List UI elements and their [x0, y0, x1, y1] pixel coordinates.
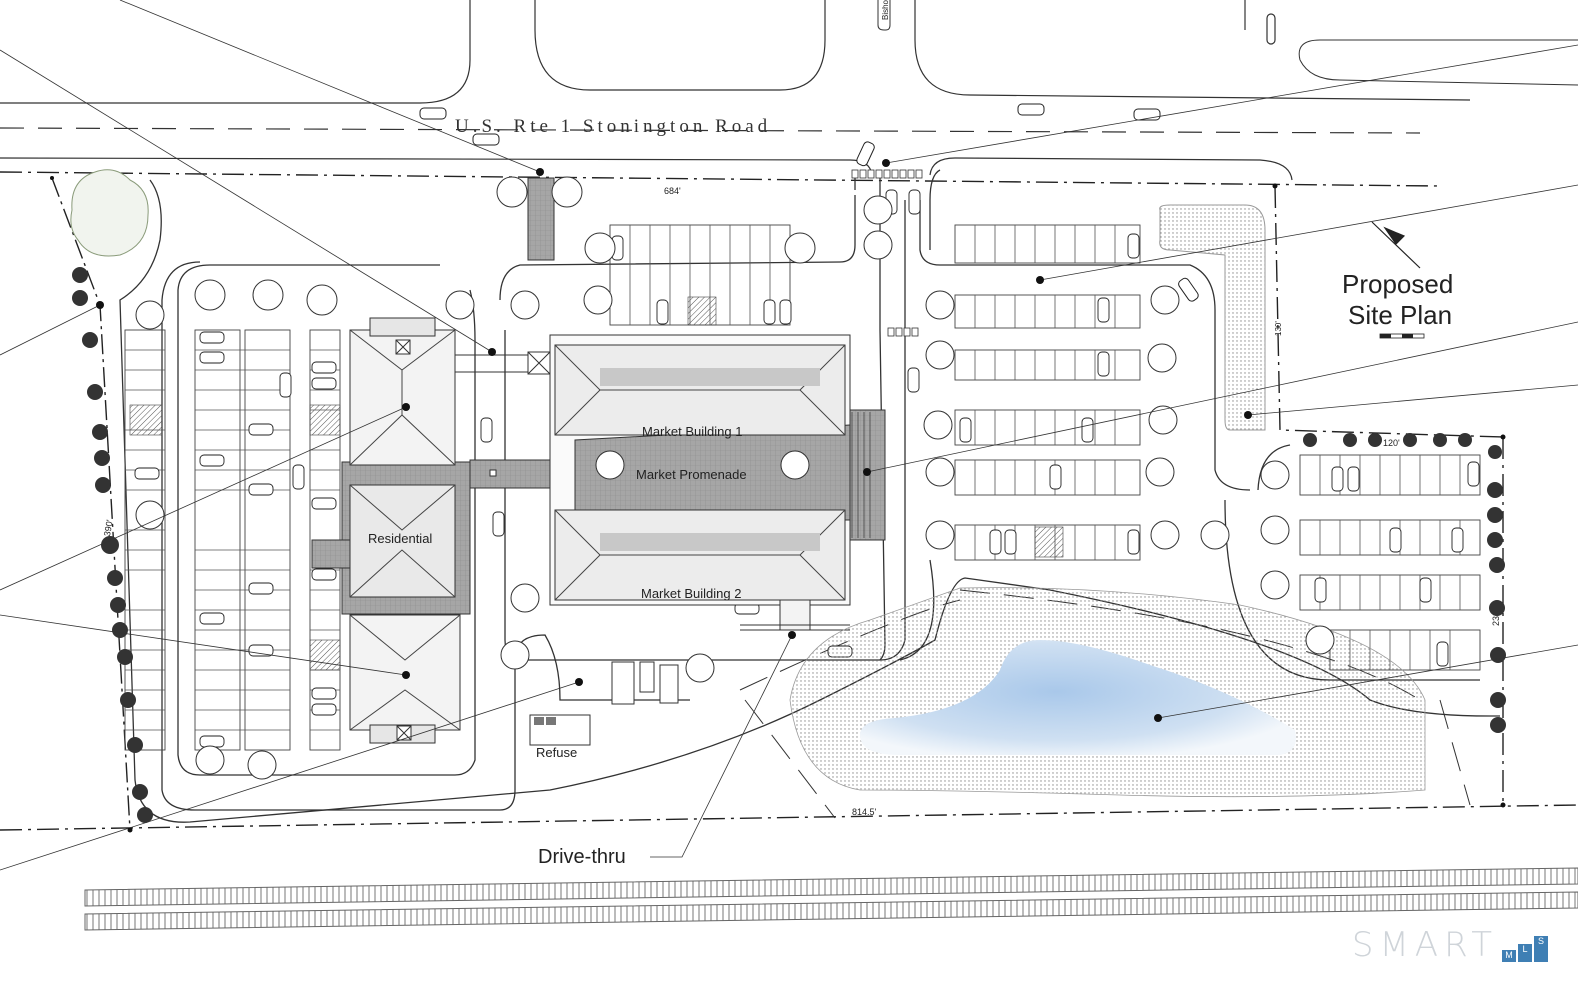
residential-label: Residential — [368, 531, 432, 546]
trees — [135, 176, 1335, 780]
drive-thru-callout: Drive-thru — [538, 846, 626, 868]
brand-block-l: L — [1518, 944, 1532, 962]
shrubs — [72, 267, 1506, 823]
residential-building — [311, 317, 471, 744]
market-building-1-label: Market Building 1 — [642, 424, 742, 439]
north-arrow-icon — [1371, 221, 1421, 269]
parked-cars — [134, 189, 1480, 748]
smart-mls-logo: SMART M L S — [1352, 928, 1548, 962]
road-name-label: U.S. Rte 1 Stonington Road — [455, 116, 771, 137]
dimension-front: 684' — [664, 186, 681, 196]
scale-bar-icon — [1379, 333, 1425, 339]
dimension-east-top: 120' — [1383, 438, 1400, 448]
title-line-2: Site Plan — [1348, 300, 1452, 330]
brand-mls-blocks: M L S — [1502, 936, 1548, 962]
dimension-rear: 814.5' — [852, 807, 877, 817]
crosswalks — [851, 169, 923, 337]
leader-lines — [0, 0, 1578, 871]
title-line-1: Proposed — [1342, 269, 1453, 299]
large-tree — [70, 169, 149, 257]
brand-block-m: M — [1502, 950, 1516, 962]
brand-wordmark: SMART — [1351, 925, 1498, 965]
road-centerline — [0, 127, 1421, 134]
market-building-2-label: Market Building 2 — [641, 586, 741, 601]
property-line-front — [0, 171, 1441, 187]
market-promenade-label: Market Promenade — [636, 467, 747, 482]
road-curb — [0, 157, 873, 176]
brand-block-s: S — [1534, 936, 1548, 962]
parking-lots — [124, 224, 1481, 751]
dimension-left: 390' — [102, 519, 115, 537]
dimension-east-side: 130' — [1274, 321, 1283, 336]
side-street-label: Bisho — [881, 0, 890, 20]
dimension-east: 230' — [1491, 609, 1501, 626]
entry-walk — [527, 177, 555, 261]
accessible-stalls — [129, 296, 1064, 671]
pond-water — [860, 640, 1296, 755]
railroad-tracks — [84, 867, 1578, 931]
refuse-enclosure — [529, 661, 679, 746]
east-landscape-strip — [1159, 204, 1266, 431]
leader-dots — [50, 159, 1506, 833]
street-area — [0, 0, 1578, 104]
refuse-label: Refuse — [536, 745, 577, 760]
